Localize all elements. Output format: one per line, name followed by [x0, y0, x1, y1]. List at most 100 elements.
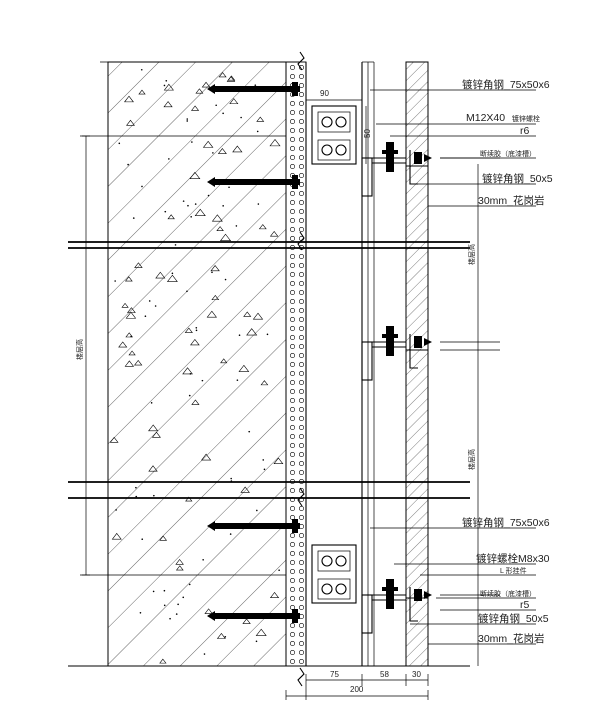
leader-lines [370, 89, 536, 645]
concrete-wall [107, 61, 287, 667]
aggregate-mark [202, 140, 214, 148]
aggregate-dot [132, 217, 135, 219]
aggregate-mark [232, 145, 243, 153]
label-bolt-top-suffix: 镀锌螺栓 [512, 114, 540, 123]
label-angle-bottom: 镀锌角钢_75x50x6 [462, 516, 550, 529]
aggregate-mark [242, 618, 251, 624]
aggregate-mark [190, 338, 200, 346]
aggregate-mark [216, 632, 226, 639]
aggregate-mark [159, 658, 167, 664]
aggregate-dot [194, 203, 197, 205]
aggregate-dot [191, 141, 193, 143]
aggregate-dot [211, 271, 213, 274]
aggregate-dot [177, 603, 179, 606]
aggregate-dot [248, 430, 251, 433]
label-angle-mid: 镀锌角钢_50x5 [482, 172, 553, 185]
dim-58: 58 [380, 670, 389, 679]
aggregate-dot [207, 194, 210, 197]
anchor-bolt [207, 82, 300, 96]
aggregate-dot [254, 84, 257, 86]
aggregate-mark [226, 76, 236, 82]
dim-30: 30 [412, 670, 421, 679]
dimension-top: 90 50 [305, 89, 372, 164]
dim-right-height: 楼层高 [467, 244, 476, 265]
aggregate-dot [153, 494, 155, 497]
aggregate-dot [262, 459, 265, 461]
aggregate-mark [243, 311, 252, 317]
aggregate-dot [195, 326, 198, 329]
label-stone-clip-top: 断续胶（底漆槽） [480, 149, 536, 158]
dim-75: 75 [330, 670, 339, 679]
insulation-layer [285, 61, 307, 667]
aggregate-mark [148, 424, 159, 432]
aggregate-dot [256, 509, 258, 512]
aggregate-mark [175, 559, 184, 565]
label-angle-top: 镀锌角钢_75x50x6 [462, 78, 550, 91]
aggregate-dot [235, 225, 238, 227]
aggregate-mark [118, 341, 128, 348]
label-bolt-top: M12X40 [466, 112, 505, 124]
aggregate-dot [266, 333, 269, 336]
annotations: 镀锌角钢_75x50x6 M12X40 镀锌螺栓 r6 断续胶（底漆槽） 镀锌角… [462, 78, 553, 645]
aggregate-mark [123, 95, 134, 103]
aggregate-dot [139, 611, 142, 614]
aggregate-mark [258, 224, 267, 230]
aggregate-dot [135, 495, 138, 498]
aggregate-dot [215, 104, 217, 107]
label-stone-clip-bottom: L 形挂件 [500, 566, 527, 575]
aggregate-dot [224, 636, 227, 638]
label-r5: r5 [520, 599, 529, 611]
aggregate-mark [269, 230, 279, 237]
aggregate-dot [135, 486, 137, 489]
aggregate-mark [206, 310, 218, 318]
aggregate-mark [163, 101, 173, 108]
aggregate-mark [255, 628, 267, 636]
label-sealant-bottom: 断续胶（底漆槽） [480, 589, 536, 598]
aggregate-mark [191, 399, 200, 405]
dim-200: 200 [350, 685, 364, 694]
aggregate-dot [127, 163, 129, 166]
aggregate-mark [125, 311, 137, 319]
aggregate-dot [256, 130, 259, 133]
aggregate-dot [169, 617, 171, 620]
aggregate-dot [175, 613, 178, 615]
aggregate-mark [121, 302, 129, 308]
aggregate-mark [201, 81, 211, 88]
aggregate-dot [190, 215, 192, 218]
aggregate-dot [164, 210, 167, 213]
stone-bracket-bottom [361, 579, 432, 634]
aggregate-mark [204, 608, 213, 614]
aggregate-mark [211, 294, 220, 301]
anchor-bolt [207, 519, 300, 533]
aggregate-dot [182, 200, 185, 202]
aggregate-dot [186, 118, 189, 120]
aggregate-dot [228, 186, 230, 189]
aggregate-mark [189, 171, 201, 179]
aggregate-mark [124, 276, 133, 282]
aggregate-mark [125, 332, 133, 338]
aggregate-mark [217, 148, 227, 154]
embedded-plate-bottom [311, 544, 357, 604]
dim-left-height: 楼层高 [75, 339, 84, 360]
aggregate-dot [148, 300, 151, 302]
aggregate-dot [144, 315, 147, 317]
stone-bracket-mid [361, 326, 432, 381]
aggregate-dot [203, 653, 206, 655]
aggregate-dot [168, 158, 170, 160]
aggregate-mark [256, 116, 265, 122]
label-stone-top: 30mm_花岗岩 [478, 194, 545, 207]
aggregate-mark [159, 535, 168, 541]
aggregate-mark [210, 265, 220, 272]
aggregate-mark [201, 453, 212, 461]
aggregate-dot [141, 185, 143, 188]
aggregate-mark [148, 465, 158, 472]
aggregate-dot [171, 272, 174, 275]
aggregate-dot [114, 280, 116, 282]
aggregate-mark [155, 271, 166, 279]
aggregate-dot [187, 204, 189, 207]
aggregate-mark [166, 274, 178, 282]
aggregate-dot [186, 120, 189, 122]
aggregate-mark [167, 214, 175, 220]
aggregate-mark [240, 486, 250, 493]
aggregate-dot [238, 334, 241, 337]
